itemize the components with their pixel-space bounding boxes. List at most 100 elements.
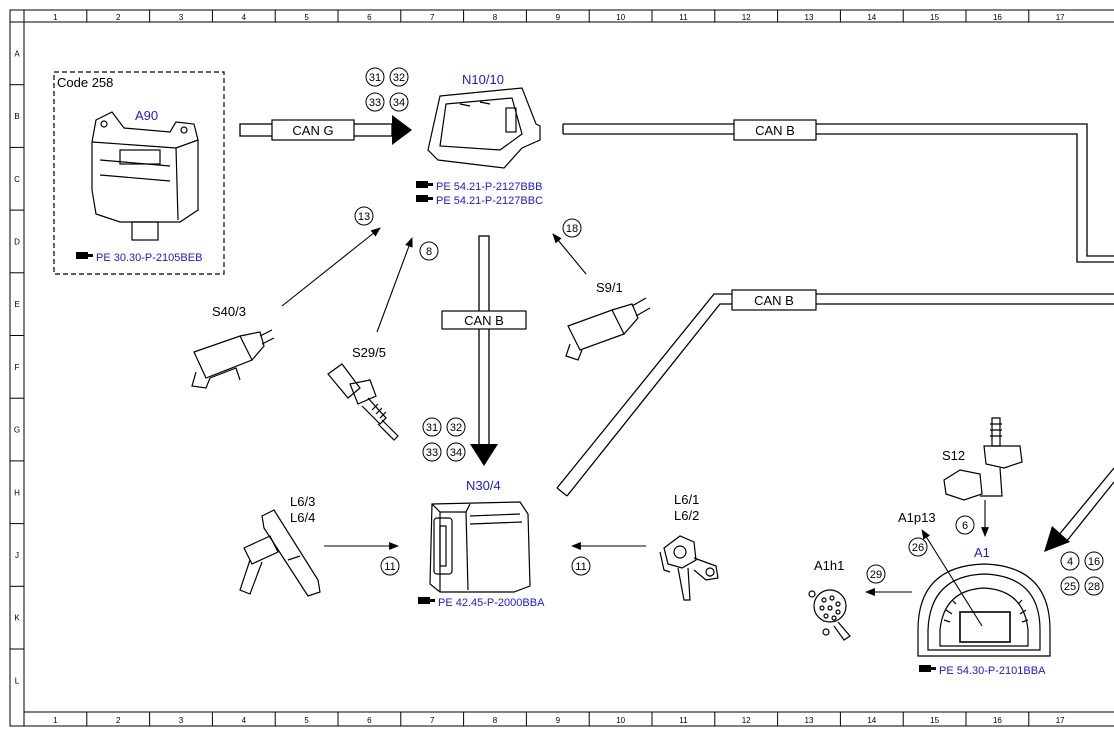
- l6-right-sensor-icon: [659, 535, 719, 601]
- column-label: 13: [805, 716, 814, 725]
- can-b-mid-bus: [556, 293, 1114, 497]
- column-label: 10: [616, 13, 625, 22]
- n30-label: N30/4: [466, 478, 501, 493]
- callout: 33: [426, 447, 438, 459]
- callout-6-text: 6: [962, 520, 968, 532]
- can-b-mid-box: [731, 289, 817, 311]
- column-label: 17: [1056, 13, 1065, 22]
- column-label: 8: [493, 13, 498, 22]
- ref-icon: [919, 665, 936, 672]
- row-label: L: [15, 676, 20, 685]
- column-label: 12: [742, 13, 751, 22]
- column-label: 8: [493, 716, 498, 725]
- can-g-bus: CAN G: [239, 115, 412, 145]
- callout-8: [419, 241, 439, 261]
- column-label: 7: [430, 13, 435, 22]
- column-label: 15: [930, 13, 939, 22]
- column-label: 14: [867, 13, 876, 22]
- s40-label: S40/3: [212, 304, 246, 319]
- column-label: 6: [367, 716, 372, 725]
- column-label: 11: [679, 716, 688, 725]
- l6-right-label-2: L6/2: [674, 508, 699, 523]
- a1-callout-group: 4 16 25 28: [1060, 551, 1104, 596]
- callout: 32: [450, 422, 462, 434]
- s29-signal-arrow: [376, 237, 413, 333]
- a1h1-label: A1h1: [814, 558, 844, 573]
- s40-signal-arrow: [281, 227, 381, 307]
- callout: 25: [1064, 581, 1076, 593]
- column-label: 16: [993, 716, 1002, 725]
- n10-reference-2: PE 54.21-P-2127BBC: [436, 195, 543, 207]
- column-label: 2: [116, 716, 121, 725]
- s9-signal-arrow: [552, 233, 587, 275]
- ref-icon: [416, 181, 433, 188]
- column-label: 10: [616, 716, 625, 725]
- a90-label: A90: [135, 108, 158, 123]
- code-258-label: Code 258: [57, 75, 113, 90]
- n30-module-icon: [429, 501, 531, 593]
- column-label: 4: [242, 716, 247, 725]
- can-b-top-bus: [562, 123, 1114, 263]
- s12-label: S12: [942, 448, 965, 463]
- code-258-box: [53, 71, 225, 275]
- a1h1-buzzer-icon: [808, 589, 851, 641]
- callout-6: [955, 515, 975, 535]
- callout: 28: [1088, 581, 1100, 593]
- can-b-mid-label: CAN B: [754, 293, 794, 308]
- column-label: 6: [367, 13, 372, 22]
- n10-module-icon: [427, 87, 541, 169]
- a1-label: A1: [974, 545, 990, 560]
- callout: 31: [426, 422, 438, 434]
- ref-icon: [76, 252, 93, 259]
- row-label: F: [15, 363, 20, 372]
- callout-11-right-text: 11: [575, 561, 586, 573]
- column-label: 4: [242, 13, 247, 22]
- l6-left-label-1: L6/3: [290, 494, 315, 509]
- can-g-label: CAN G: [292, 123, 333, 138]
- s29-sensor-icon: [327, 363, 399, 441]
- s29-label: S29/5: [352, 345, 386, 360]
- callout-26-text: 26: [912, 542, 924, 554]
- column-label: 13: [805, 13, 814, 22]
- a1p13-pointer-arrow: [921, 529, 983, 627]
- row-label: H: [14, 488, 20, 497]
- row-label: E: [14, 300, 19, 309]
- column-label: 12: [742, 716, 751, 725]
- callout-18: [562, 218, 582, 238]
- can-b-vertical-box: [441, 310, 527, 330]
- column-label: 3: [179, 13, 184, 22]
- column-label: 1: [53, 13, 58, 22]
- outer-frame: [9, 9, 1114, 727]
- callout-29: [866, 564, 886, 584]
- a90-reference: PE 30.30-P-2105BEB: [96, 252, 202, 264]
- l6-left-sensor-icon: [239, 509, 321, 597]
- n30-reference: PE 42.45-P-2000BBA: [438, 597, 545, 609]
- column-label: 9: [556, 13, 561, 22]
- callout-13-text: 13: [358, 211, 370, 223]
- column-label: 15: [930, 716, 939, 725]
- row-label: C: [14, 175, 20, 184]
- can-b-top-label: CAN B: [755, 123, 795, 138]
- n30-callout-group: 31 32 33 34: [422, 417, 466, 462]
- callout-26: [908, 537, 928, 557]
- can-b-top-box: [733, 119, 817, 141]
- a1p13-label: A1p13: [898, 510, 936, 525]
- column-ruler: 1122334455667788991010111112121313141415…: [23, 10, 1065, 726]
- column-label: 7: [430, 716, 435, 725]
- row-label: J: [15, 551, 19, 560]
- s12-switch-icon: [943, 417, 1023, 501]
- callout-13: [354, 206, 374, 226]
- callout: 16: [1088, 556, 1100, 568]
- callout-29-text: 29: [870, 569, 882, 581]
- ref-icon: [416, 195, 433, 202]
- callout: 34: [393, 97, 405, 109]
- row-label: K: [14, 614, 20, 623]
- row-label: G: [14, 426, 20, 435]
- column-label: 16: [993, 13, 1002, 22]
- callout: 32: [393, 72, 405, 84]
- l6-right-label-1: L6/1: [674, 492, 699, 507]
- n10-label: N10/10: [462, 72, 504, 87]
- callout-18-text: 18: [566, 223, 578, 235]
